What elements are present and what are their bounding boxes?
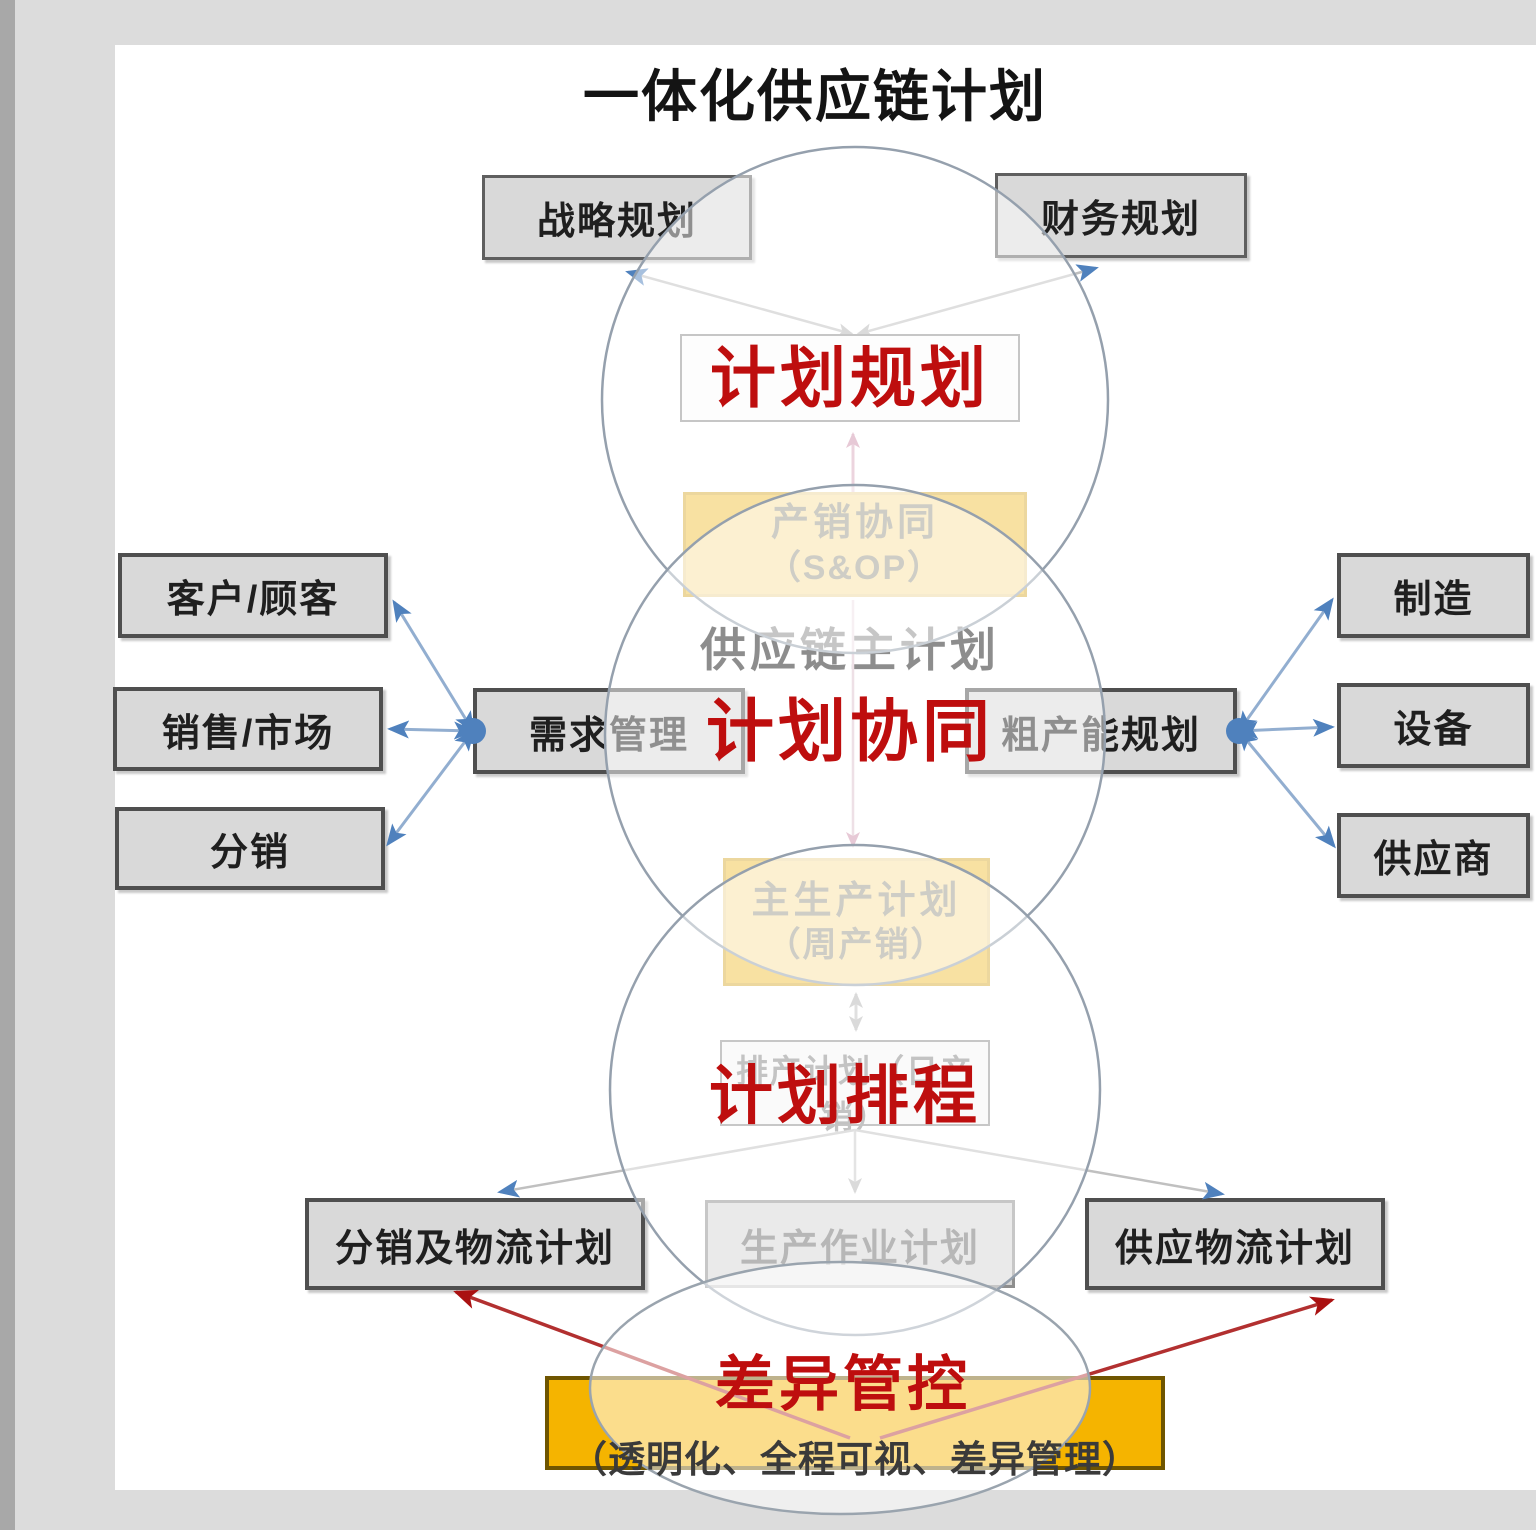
box-manufacturing-label: 制造 <box>1393 579 1474 621</box>
ellipse-variance-control <box>588 1260 1092 1516</box>
diagram-title: 一体化供应链计划 <box>583 65 1047 128</box>
box-equipment-label: 设备 <box>1393 709 1474 751</box>
box-sales-market-label: 销售/市场 <box>161 712 335 755</box>
box-supplier-label: 供应商 <box>1373 839 1494 881</box>
box-financial-planning: 财务规划 <box>995 173 1247 258</box>
box-supply-logistics-plan: 供应物流计划 <box>1085 1198 1385 1290</box>
box-supplier: 供应商 <box>1337 813 1530 898</box>
arrow-demand-to-distribution <box>386 728 475 847</box>
box-financial-planning-label: 财务规划 <box>1040 199 1201 241</box>
box-distribution: 分销 <box>115 807 385 890</box>
box-equipment: 设备 <box>1337 683 1530 768</box>
arrow-capacity-to-supplier <box>1237 728 1336 849</box>
left-edge-strip <box>0 0 15 1530</box>
box-distribution-logistics-plan-label: 分销及物流计划 <box>334 1227 615 1270</box>
plan-scheduling-label: 计划排程 <box>709 1060 981 1132</box>
arrow-demand-to-customer <box>392 599 475 734</box>
box-plan-planning: 计划规划 <box>680 334 1020 422</box>
variance-control-label: 差异管控 <box>715 1351 971 1418</box>
box-customer: 客户/顾客 <box>118 553 388 638</box>
variance-control-note: （透明化、全程可视、差异管理） <box>570 1439 1140 1480</box>
box-customer-label: 客户/顾客 <box>166 579 340 621</box>
arrow-capacity-to-manufacturing <box>1237 597 1334 734</box>
plan-planning-label: 计划规划 <box>710 341 990 415</box>
box-supply-logistics-plan-label: 供应物流计划 <box>1114 1227 1355 1270</box>
box-manufacturing: 制造 <box>1337 553 1530 638</box>
box-distribution-label: 分销 <box>209 832 290 874</box>
box-distribution-logistics-plan: 分销及物流计划 <box>305 1198 645 1290</box>
box-sales-market: 销售/市场 <box>113 687 383 771</box>
hub-dot-right <box>1226 718 1252 744</box>
hub-dot-left <box>460 718 486 744</box>
plan-collaboration-label: 计划协同 <box>705 694 994 770</box>
